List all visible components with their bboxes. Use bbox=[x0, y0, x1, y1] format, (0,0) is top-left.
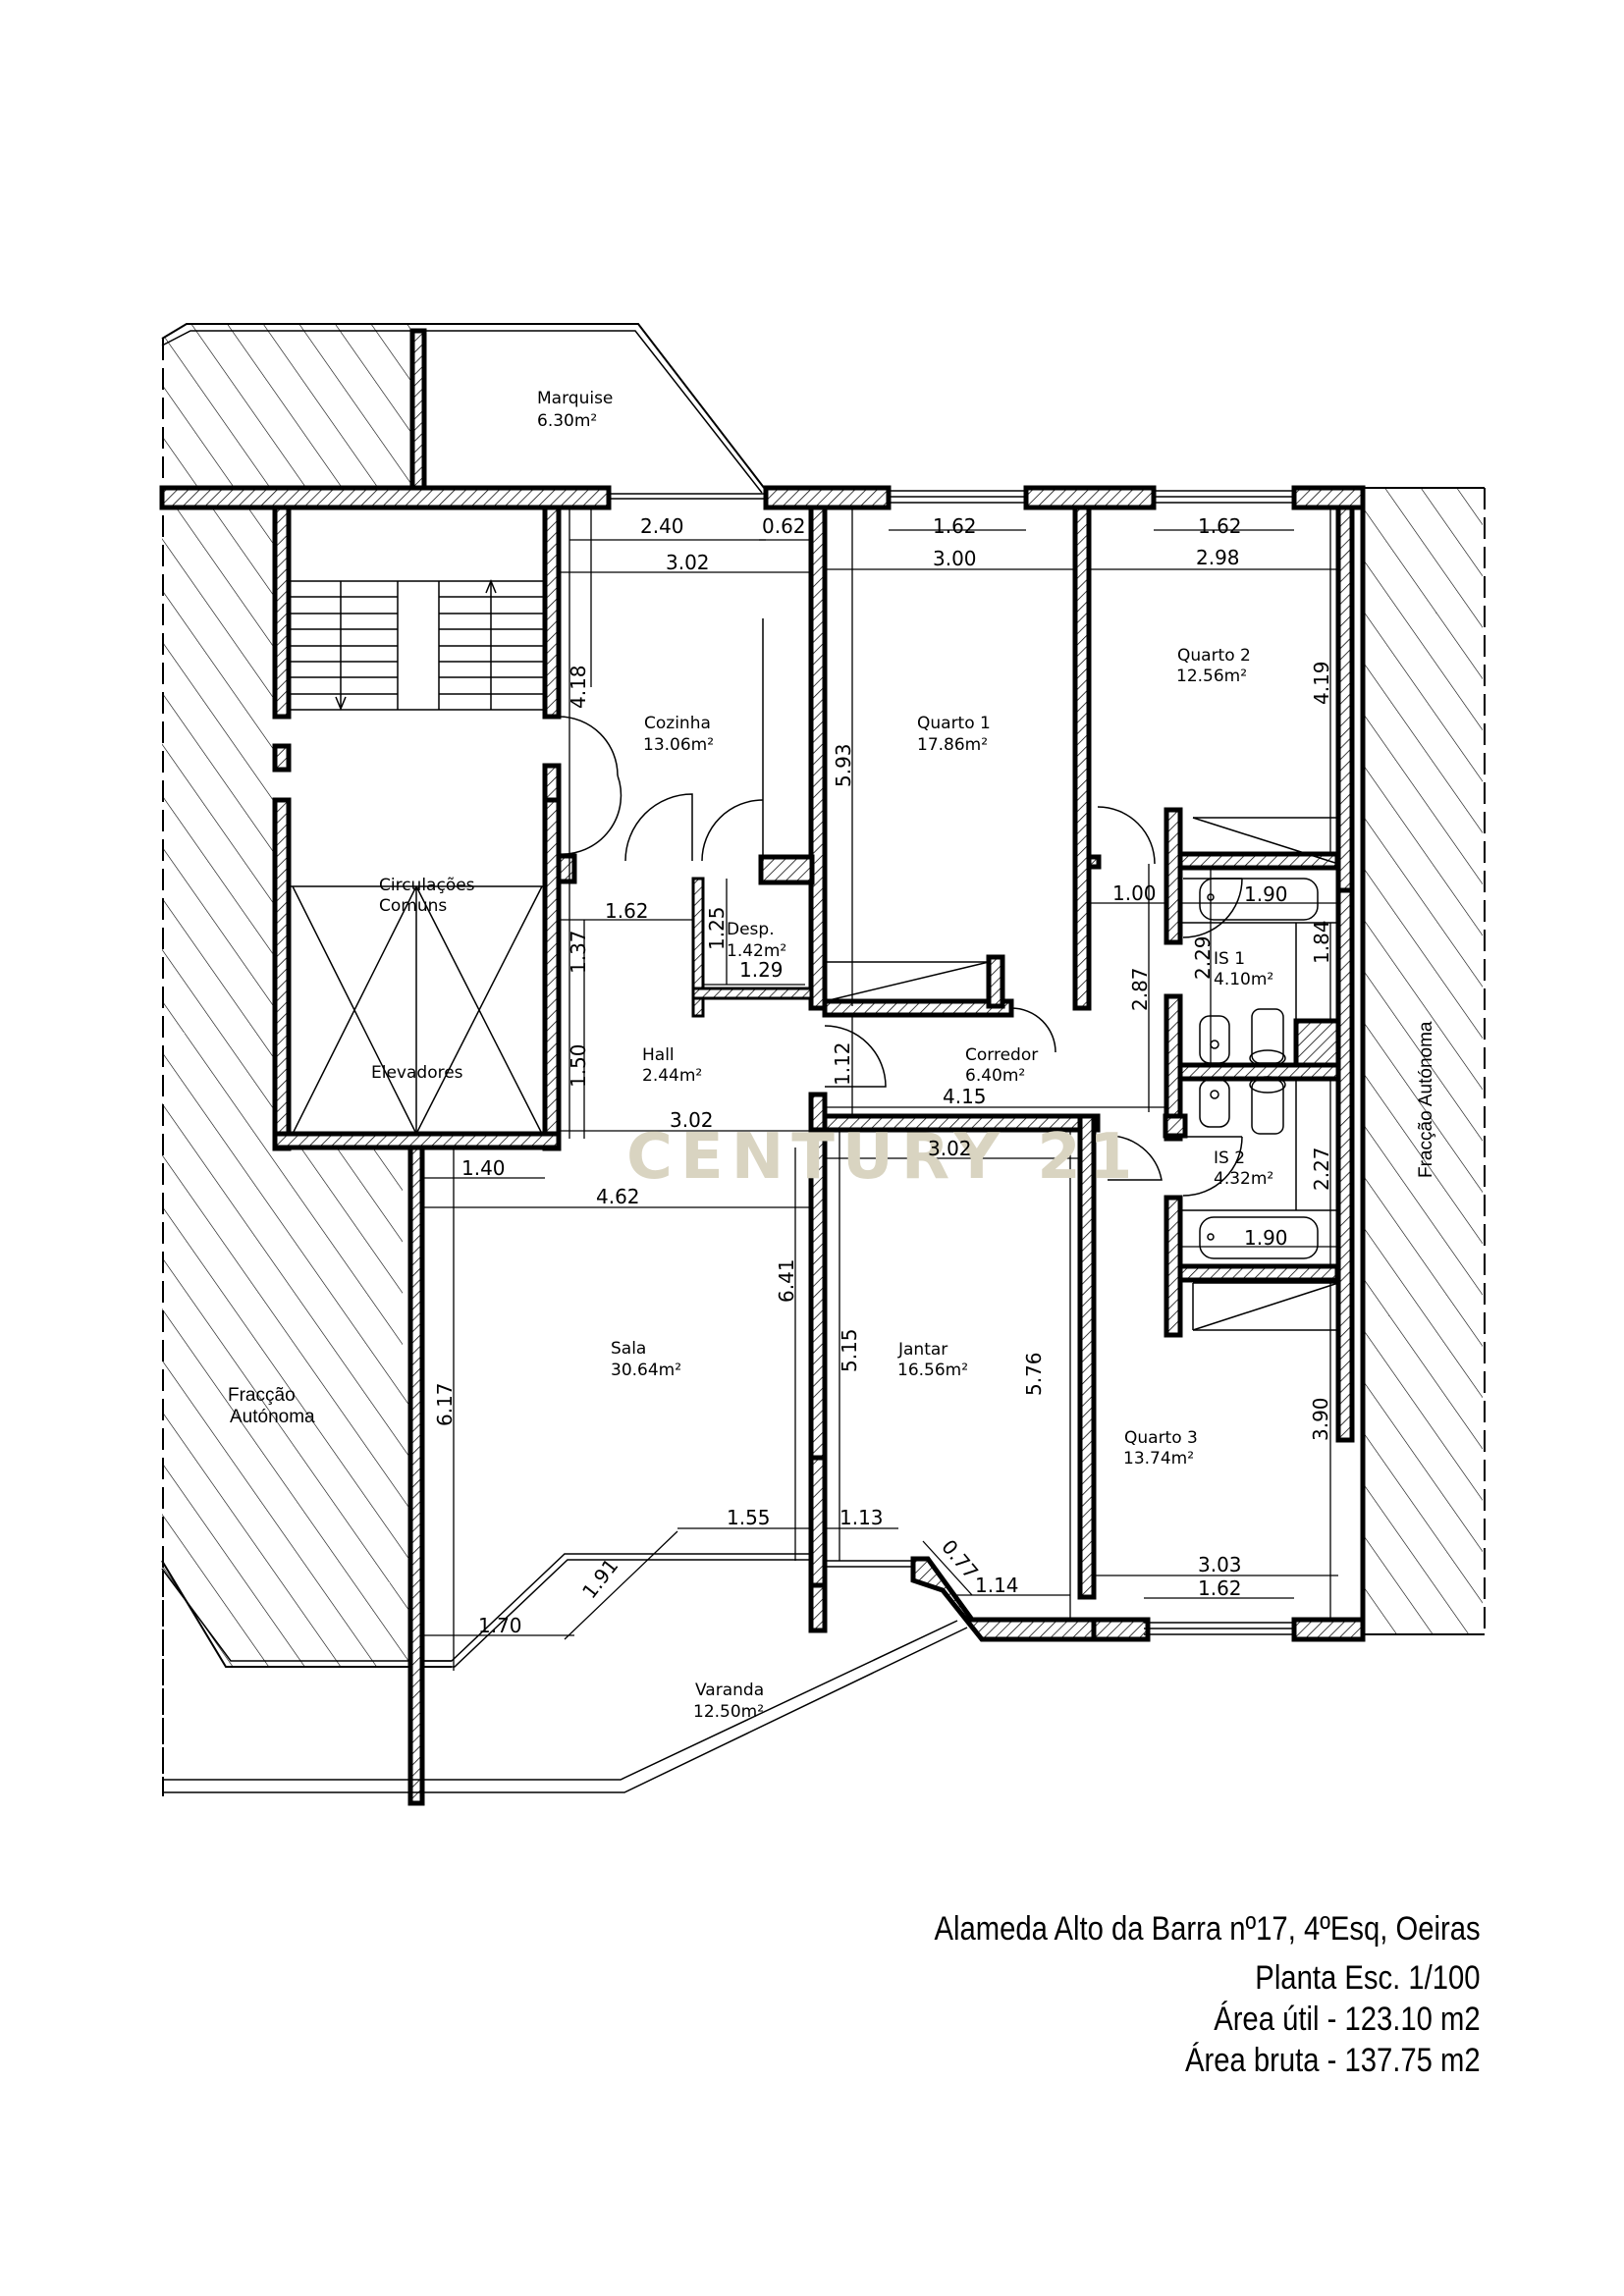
svg-text:2.87: 2.87 bbox=[1128, 967, 1152, 1011]
room-is1-name: IS 1 bbox=[1214, 949, 1245, 969]
svg-text:2.29: 2.29 bbox=[1191, 935, 1215, 980]
svg-text:1.62: 1.62 bbox=[1198, 1576, 1242, 1600]
title-block-useful-area: Área útil - 123.10 m2 bbox=[1214, 2001, 1481, 2038]
svg-text:1.91: 1.91 bbox=[577, 1554, 623, 1603]
svg-text:1.70: 1.70 bbox=[478, 1614, 522, 1637]
stair-down-arrow-icon bbox=[335, 696, 347, 711]
room-cozinha-area: 13.06m² bbox=[643, 735, 714, 755]
room-is1-area: 4.10m² bbox=[1214, 970, 1273, 989]
svg-text:5.76: 5.76 bbox=[1022, 1352, 1046, 1396]
svg-text:0.62: 0.62 bbox=[762, 514, 806, 538]
exterior-left-fraction bbox=[161, 323, 452, 1796]
svg-text:1.29: 1.29 bbox=[739, 958, 784, 982]
marquise-outline bbox=[422, 323, 769, 500]
room-corredor-name: Corredor bbox=[965, 1045, 1038, 1065]
room-varanda-area: 12.50m² bbox=[693, 1702, 764, 1722]
svg-text:1.62: 1.62 bbox=[1198, 514, 1242, 538]
room-quarto1-name: Quarto 1 bbox=[917, 714, 991, 733]
svg-text:4.15: 4.15 bbox=[943, 1085, 987, 1108]
exterior-right-fraction bbox=[1360, 487, 1486, 1635]
window-sala-bay bbox=[422, 1553, 913, 1668]
room-varanda-name: Varanda bbox=[695, 1681, 764, 1700]
svg-text:2.27: 2.27 bbox=[1310, 1147, 1333, 1191]
svg-text:3.03: 3.03 bbox=[1198, 1553, 1242, 1576]
window-quarto1 bbox=[889, 490, 1026, 504]
title-block-scale: Planta Esc. 1/100 bbox=[1255, 1959, 1481, 1997]
room-elevadores-name: Elevadores bbox=[371, 1063, 463, 1083]
svg-text:1.00: 1.00 bbox=[1112, 881, 1157, 905]
room-corredor-area: 6.40m² bbox=[965, 1066, 1025, 1086]
fraccao-left-label: Fracção bbox=[228, 1385, 296, 1406]
room-is2-area: 4.32m² bbox=[1214, 1169, 1273, 1189]
toilet-icon bbox=[1251, 1008, 1284, 1064]
doors bbox=[558, 618, 1243, 1197]
bidet-icon bbox=[1199, 1079, 1230, 1128]
svg-text:3.90: 3.90 bbox=[1309, 1397, 1332, 1441]
svg-text:1.14: 1.14 bbox=[975, 1574, 1019, 1597]
svg-text:1.62: 1.62 bbox=[933, 514, 977, 538]
svg-text:3.02: 3.02 bbox=[928, 1137, 972, 1160]
room-despensa-area: 1.42m² bbox=[727, 941, 786, 961]
svg-text:3.02: 3.02 bbox=[666, 551, 710, 574]
room-hall-area: 2.44m² bbox=[642, 1066, 702, 1086]
room-circulacoes-name: Circulações bbox=[379, 876, 475, 895]
title-block-address: Alameda Alto da Barra nº17, 4ºEsq, Oeira… bbox=[934, 1910, 1481, 1948]
svg-text:1.55: 1.55 bbox=[727, 1506, 771, 1529]
svg-text:4.18: 4.18 bbox=[567, 665, 590, 709]
room-quarto2-area: 12.56m² bbox=[1176, 667, 1247, 686]
window-quarto2 bbox=[1154, 490, 1294, 504]
svg-text:1.90: 1.90 bbox=[1244, 882, 1288, 906]
svg-text:1.40: 1.40 bbox=[461, 1156, 506, 1180]
stair-up-arrow-icon bbox=[485, 579, 497, 594]
svg-text:6.17: 6.17 bbox=[433, 1382, 457, 1426]
svg-text:1.12: 1.12 bbox=[831, 1041, 854, 1086]
svg-text:4.19: 4.19 bbox=[1310, 661, 1333, 705]
room-quarto3-area: 13.74m² bbox=[1123, 1449, 1194, 1468]
bathroom-fixtures bbox=[1180, 878, 1338, 1259]
svg-text:1.13: 1.13 bbox=[839, 1506, 884, 1529]
window-quarto3 bbox=[1144, 1622, 1294, 1635]
room-labels: Marquise 6.30m² Circulações Comuns Eleva… bbox=[228, 389, 1436, 1722]
room-is2-name: IS 2 bbox=[1214, 1148, 1245, 1168]
elevators bbox=[289, 885, 545, 1135]
stairs bbox=[289, 579, 545, 711]
bidet-icon bbox=[1199, 1015, 1230, 1064]
varanda-outline bbox=[162, 1571, 968, 1793]
svg-text:2.40: 2.40 bbox=[640, 514, 684, 538]
fraccao-left-label2: Autónoma bbox=[230, 1407, 315, 1427]
room-cozinha-name: Cozinha bbox=[644, 714, 711, 733]
fraccao-right-label: Fracção Autónoma bbox=[1416, 1021, 1436, 1178]
svg-text:5.93: 5.93 bbox=[832, 743, 855, 787]
dimension-lines bbox=[422, 507, 1338, 1671]
svg-text:3.02: 3.02 bbox=[670, 1108, 714, 1132]
svg-text:6.41: 6.41 bbox=[775, 1258, 798, 1303]
svg-text:3.00: 3.00 bbox=[933, 547, 977, 570]
room-circulacoes-name2: Comuns bbox=[379, 896, 447, 916]
room-quarto1-area: 17.86m² bbox=[917, 735, 988, 755]
bathtub-icon bbox=[1199, 878, 1319, 921]
svg-text:1.62: 1.62 bbox=[605, 899, 649, 923]
century21-watermark: CENTURY 21 bbox=[626, 1121, 1140, 1194]
room-quarto3-name: Quarto 3 bbox=[1124, 1428, 1198, 1448]
room-quarto2-name: Quarto 2 bbox=[1177, 646, 1251, 666]
title-block-gross-area: Área bruta - 137.75 m2 bbox=[1185, 2042, 1481, 2079]
room-marquise-name: Marquise bbox=[537, 389, 613, 408]
svg-text:1.37: 1.37 bbox=[567, 930, 590, 974]
room-marquise-area: 6.30m² bbox=[537, 411, 597, 431]
room-sala-name: Sala bbox=[611, 1339, 646, 1359]
svg-text:1.50: 1.50 bbox=[567, 1043, 590, 1088]
room-sala-area: 30.64m² bbox=[611, 1361, 681, 1380]
svg-text:1.25: 1.25 bbox=[705, 906, 729, 950]
room-despensa-name: Desp. bbox=[727, 920, 775, 939]
svg-text:1.90: 1.90 bbox=[1244, 1226, 1288, 1250]
toilet-icon bbox=[1251, 1079, 1284, 1135]
bathtub-icon bbox=[1199, 1216, 1319, 1259]
svg-text:2.98: 2.98 bbox=[1196, 546, 1240, 569]
room-jantar-area: 16.56m² bbox=[897, 1361, 968, 1380]
room-hall-name: Hall bbox=[642, 1045, 675, 1065]
svg-text:5.15: 5.15 bbox=[838, 1328, 861, 1372]
room-jantar-name: Jantar bbox=[897, 1340, 947, 1360]
svg-text:4.62: 4.62 bbox=[596, 1185, 640, 1208]
svg-text:1.84: 1.84 bbox=[1310, 920, 1333, 964]
